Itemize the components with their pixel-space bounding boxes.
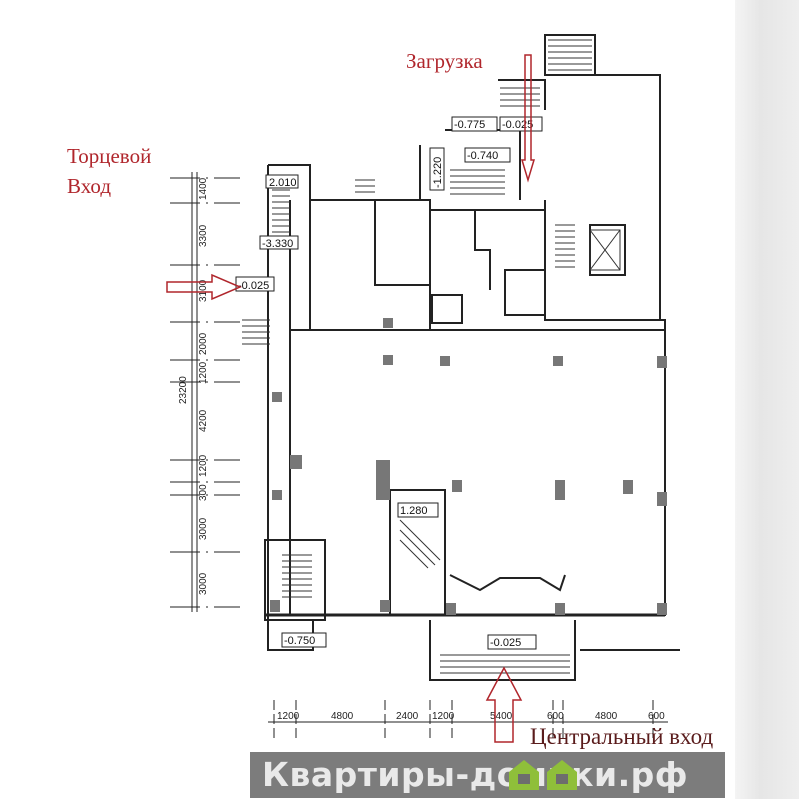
left-dimension-labels: 1400 3300 3100 2000 1200 4200 1200 300 3… (178, 177, 209, 595)
bottom-dimension-chain (268, 700, 668, 740)
loading-label: Загрузка (406, 49, 483, 73)
level-loading: -0.025 (502, 119, 533, 131)
dim-v-3: 2000 (198, 332, 209, 355)
level-side-entrance: -0.025 (238, 280, 269, 292)
dim-v-9: 3000 (198, 572, 209, 595)
dim-v-4: 1200 (198, 361, 209, 384)
blurred-edge (735, 0, 799, 799)
walls (264, 34, 680, 681)
level-boxes (235, 116, 543, 650)
level-main-entrance: -0.025 (490, 637, 521, 649)
level-1280: 1.280 (400, 505, 428, 517)
house-icon (547, 760, 577, 790)
dim-h-5: 600 (547, 711, 564, 722)
dim-h-3: 1200 (432, 711, 455, 722)
dim-v-6: 1200 (198, 454, 209, 477)
dim-v-5: 4200 (198, 409, 209, 432)
dim-h-2: 2400 (396, 711, 419, 722)
central-entrance-label: Центральный вход (530, 724, 714, 749)
side-entrance-arrow (166, 273, 242, 301)
level-2010: 2.010 (269, 177, 297, 189)
watermark-band: Квартиры-домики.рф (250, 752, 725, 798)
dim-v-1: 3300 (198, 224, 209, 247)
stairs (242, 39, 621, 674)
bottom-dimension-labels: 1200 4800 2400 1200 5400 600 4800 600 (277, 711, 665, 722)
level-0740: -0.740 (467, 150, 498, 162)
dim-h-0: 1200 (277, 711, 300, 722)
dim-v-2: 3100 (198, 279, 209, 302)
watermark-text: Квартиры-домики.рф (262, 755, 688, 794)
level-marks: 2.010 -3.330 -0.025 -0.775 -0.025 -0.740… (238, 119, 533, 649)
side-entrance-label-1: Торцевой (67, 144, 152, 168)
dim-h-1: 4800 (331, 711, 354, 722)
central-entrance-arrow (485, 666, 523, 743)
side-entrance-label-2: Вход (67, 174, 112, 198)
loading-arrow (520, 54, 536, 183)
level-0775: -0.775 (454, 119, 485, 131)
dim-total: 23200 (178, 376, 189, 404)
dim-h-6: 4800 (595, 711, 618, 722)
dim-h-7: 600 (648, 711, 665, 722)
dim-v-7: 300 (198, 484, 209, 501)
dim-h-4: 5400 (490, 711, 513, 722)
level-3330: -3.330 (262, 238, 293, 250)
dim-v-8: 3000 (198, 517, 209, 540)
dim-v-0: 1400 (198, 177, 209, 200)
level-0750: -0.750 (284, 635, 315, 647)
level-1220: -1.220 (432, 157, 444, 188)
left-dimension-chain (170, 172, 240, 612)
columns (270, 318, 667, 615)
house-icon (509, 760, 539, 790)
